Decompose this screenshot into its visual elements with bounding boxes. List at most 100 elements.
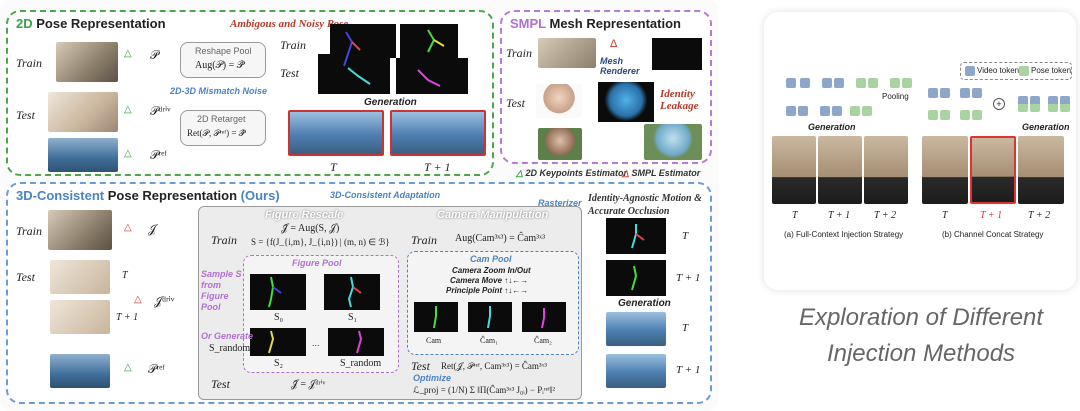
ours-test-photo-2 bbox=[50, 300, 110, 334]
ours-title-a: 3D-Consistent bbox=[16, 188, 104, 203]
pose-skeletons bbox=[318, 24, 468, 94]
cm-eq: Aug(Cam³ˣ³) = Ĉam³ˣ³ bbox=[455, 233, 545, 244]
ours-p-ref: 𝒫ʳᵉᶠ bbox=[148, 362, 165, 377]
s-random-label: S_random bbox=[209, 343, 250, 354]
ours-title-b: Pose Representation bbox=[104, 188, 241, 203]
ours-gen-out-2 bbox=[606, 354, 666, 388]
smpl-out-photo bbox=[644, 124, 702, 160]
plus-icon: + bbox=[993, 98, 1005, 110]
b-frame-1 bbox=[922, 136, 968, 204]
optimize-label: Optimize bbox=[413, 373, 451, 383]
a-frame-3 bbox=[864, 136, 908, 204]
ours-panel: 3D-Consistent Pose Representation (Ours)… bbox=[6, 182, 712, 404]
ours-t-label: T bbox=[122, 270, 128, 281]
reshape-pool-box: Reshape Pool Aug(𝒫) = 𝒫̂ bbox=[180, 42, 266, 78]
fr-train-label: Train bbox=[211, 233, 237, 248]
cam-pool-label: Cam Pool bbox=[470, 254, 512, 264]
figure-rescale-title: Figure Rescale bbox=[265, 209, 343, 221]
retarget-box: 2D Retarget Ret(𝒫, 𝒫ʳᵉᶠ) = 𝒫̂ bbox=[180, 110, 266, 146]
agnostic-label: Identity-Agnostic Motion & Accurate Occl… bbox=[588, 192, 706, 218]
legend-kp-icon: △ bbox=[516, 168, 523, 178]
ret-eq: Ret(𝒫, 𝒫ʳᵉᶠ) = 𝒫̂ bbox=[187, 128, 245, 139]
pose2d-title-a: 2D bbox=[16, 16, 33, 31]
ours-gen-out-1 bbox=[606, 312, 666, 346]
gen-train-label: Train bbox=[280, 38, 306, 53]
fr-eq2: S = {f(J_{i,m}, J_{i,n}) | (m, n) ∈ ℬ} bbox=[251, 237, 390, 248]
retarget-label: 2D Retarget bbox=[197, 114, 246, 124]
ours-test-label: Test bbox=[16, 270, 35, 285]
smpl-delta: Δ bbox=[610, 38, 617, 50]
pose2d-title-b: Pose Representation bbox=[33, 16, 166, 31]
gen-output-2 bbox=[390, 110, 486, 156]
figure-pool-label: Figure Pool bbox=[292, 258, 342, 268]
p-symbol: 𝒫 bbox=[150, 48, 159, 63]
smpl-title-b: Mesh Representation bbox=[546, 16, 681, 31]
caption-line-2: Injection Methods bbox=[786, 340, 1056, 368]
a-t2: T + 2 bbox=[874, 210, 896, 221]
a-frame-1 bbox=[772, 136, 816, 204]
caption-b: (b) Channel Concat Strategy bbox=[942, 230, 1043, 239]
kp-estimator-icon-3: △ bbox=[124, 148, 132, 159]
ours-out-t1: T + 1 bbox=[676, 272, 700, 284]
or-generate-label: Or Generate bbox=[201, 331, 253, 341]
a-t: T bbox=[792, 210, 798, 221]
pose2d-panel: 2D Pose Representation Ambigous and Nois… bbox=[6, 10, 494, 176]
video-token-label: Video token bbox=[977, 66, 1019, 75]
cm-test-eq: Ret(𝒥, 𝒫ʳᵉᶠ, Cam³ˣ³) = Ĉam³ˣ³ bbox=[441, 361, 547, 372]
smpl-test-photo bbox=[536, 84, 582, 118]
kp-estimator-icon: △ bbox=[124, 48, 132, 59]
ours-out-t: T bbox=[682, 230, 688, 242]
test-photo-driv bbox=[48, 92, 118, 132]
generation-b-label: Generation bbox=[1022, 122, 1070, 132]
j-driv-symbol: 𝒥ᵈʳⁱᵛ bbox=[154, 294, 174, 309]
pose-token-label: Pose token bbox=[1031, 66, 1071, 75]
pose-token-icon bbox=[1019, 66, 1029, 76]
adaptation-label: 3D-Consistent Adaptation bbox=[330, 190, 440, 200]
a-frame-2 bbox=[818, 136, 862, 204]
cam2-label: Ĉam₂ bbox=[534, 336, 552, 345]
mesh-renderer-label: Mesh Renderer bbox=[600, 56, 646, 76]
ours-title-c: (Ours) bbox=[241, 188, 280, 203]
video-token-icon bbox=[965, 66, 975, 76]
pose2d-test-label: Test bbox=[16, 108, 35, 123]
legend-smpl-icon: △ bbox=[622, 168, 629, 178]
smpl-train-photo bbox=[538, 38, 596, 68]
smpl-panel: SMPL Mesh Representation Train Test Δ Me… bbox=[500, 10, 712, 164]
b-t2: T + 2 bbox=[1028, 210, 1050, 221]
principle-label: Principle Point ↑↓←→ bbox=[446, 286, 528, 295]
legend-kp-text: 2D Keypoints Estimator bbox=[525, 168, 627, 178]
cam1-label: Ĉam₁ bbox=[480, 336, 498, 345]
cam-move-label: Camera Move ↑↓←→ bbox=[450, 276, 528, 285]
ours-test-photo-1 bbox=[50, 260, 110, 294]
token-legend: Video token Pose token bbox=[960, 62, 1072, 80]
reshape-pool-label: Reshape Pool bbox=[195, 46, 252, 56]
smpl-title-a: SMPL bbox=[510, 16, 546, 31]
legend-kp: △ 2D Keypoints Estimator bbox=[516, 168, 627, 179]
cam-pool-box: Cam Pool Camera Zoom In/Out Camera Move … bbox=[407, 251, 579, 355]
figure-pool-skeletons bbox=[249, 273, 393, 357]
cam-label: Cam bbox=[426, 336, 441, 345]
fr-eq1: 𝒥̂ = Aug(S, 𝒥) bbox=[281, 223, 339, 234]
smpl-estimator-icon: △ bbox=[124, 222, 132, 233]
left-figure: 2D Pose Representation Ambigous and Nois… bbox=[0, 0, 718, 411]
train-photo bbox=[56, 42, 118, 82]
ours-train-photo bbox=[48, 210, 112, 250]
proj-eq: ℒ_proj = (1/N) Σ ‖Π(Ĉam³ˣ³ J₀ᵢ) − Pᵢʳᵉᶠ‖… bbox=[413, 385, 555, 396]
pose2d-train-label: Train bbox=[16, 56, 42, 71]
fr-test-eq: 𝒥̂ = 𝒥ᵈʳⁱᵛ bbox=[291, 379, 325, 390]
b-frame-3 bbox=[1018, 136, 1064, 204]
gen-t-label: T bbox=[330, 160, 337, 175]
test-photo-ref bbox=[48, 138, 118, 172]
b-t1: T + 1 bbox=[980, 210, 1002, 221]
legend-smpl-text: SMPL Estimator bbox=[631, 168, 700, 178]
cam-skeletons bbox=[414, 302, 566, 332]
a-t1: T + 1 bbox=[828, 210, 850, 221]
ours-t1-label: T + 1 bbox=[116, 312, 138, 323]
p-driv-symbol: 𝒫ᵈʳⁱᵛ bbox=[150, 104, 171, 119]
smpl-test-label: Test bbox=[506, 96, 525, 111]
kp-estimator-icon-4: △ bbox=[124, 362, 132, 373]
generation-a-label: Generation bbox=[808, 122, 856, 132]
mismatch-label: 2D-3D Mismatch Noise bbox=[170, 86, 267, 96]
s2-label: S₂ bbox=[274, 358, 283, 369]
right-figure: Video token Pose token Pooling Generatio… bbox=[764, 12, 1076, 290]
